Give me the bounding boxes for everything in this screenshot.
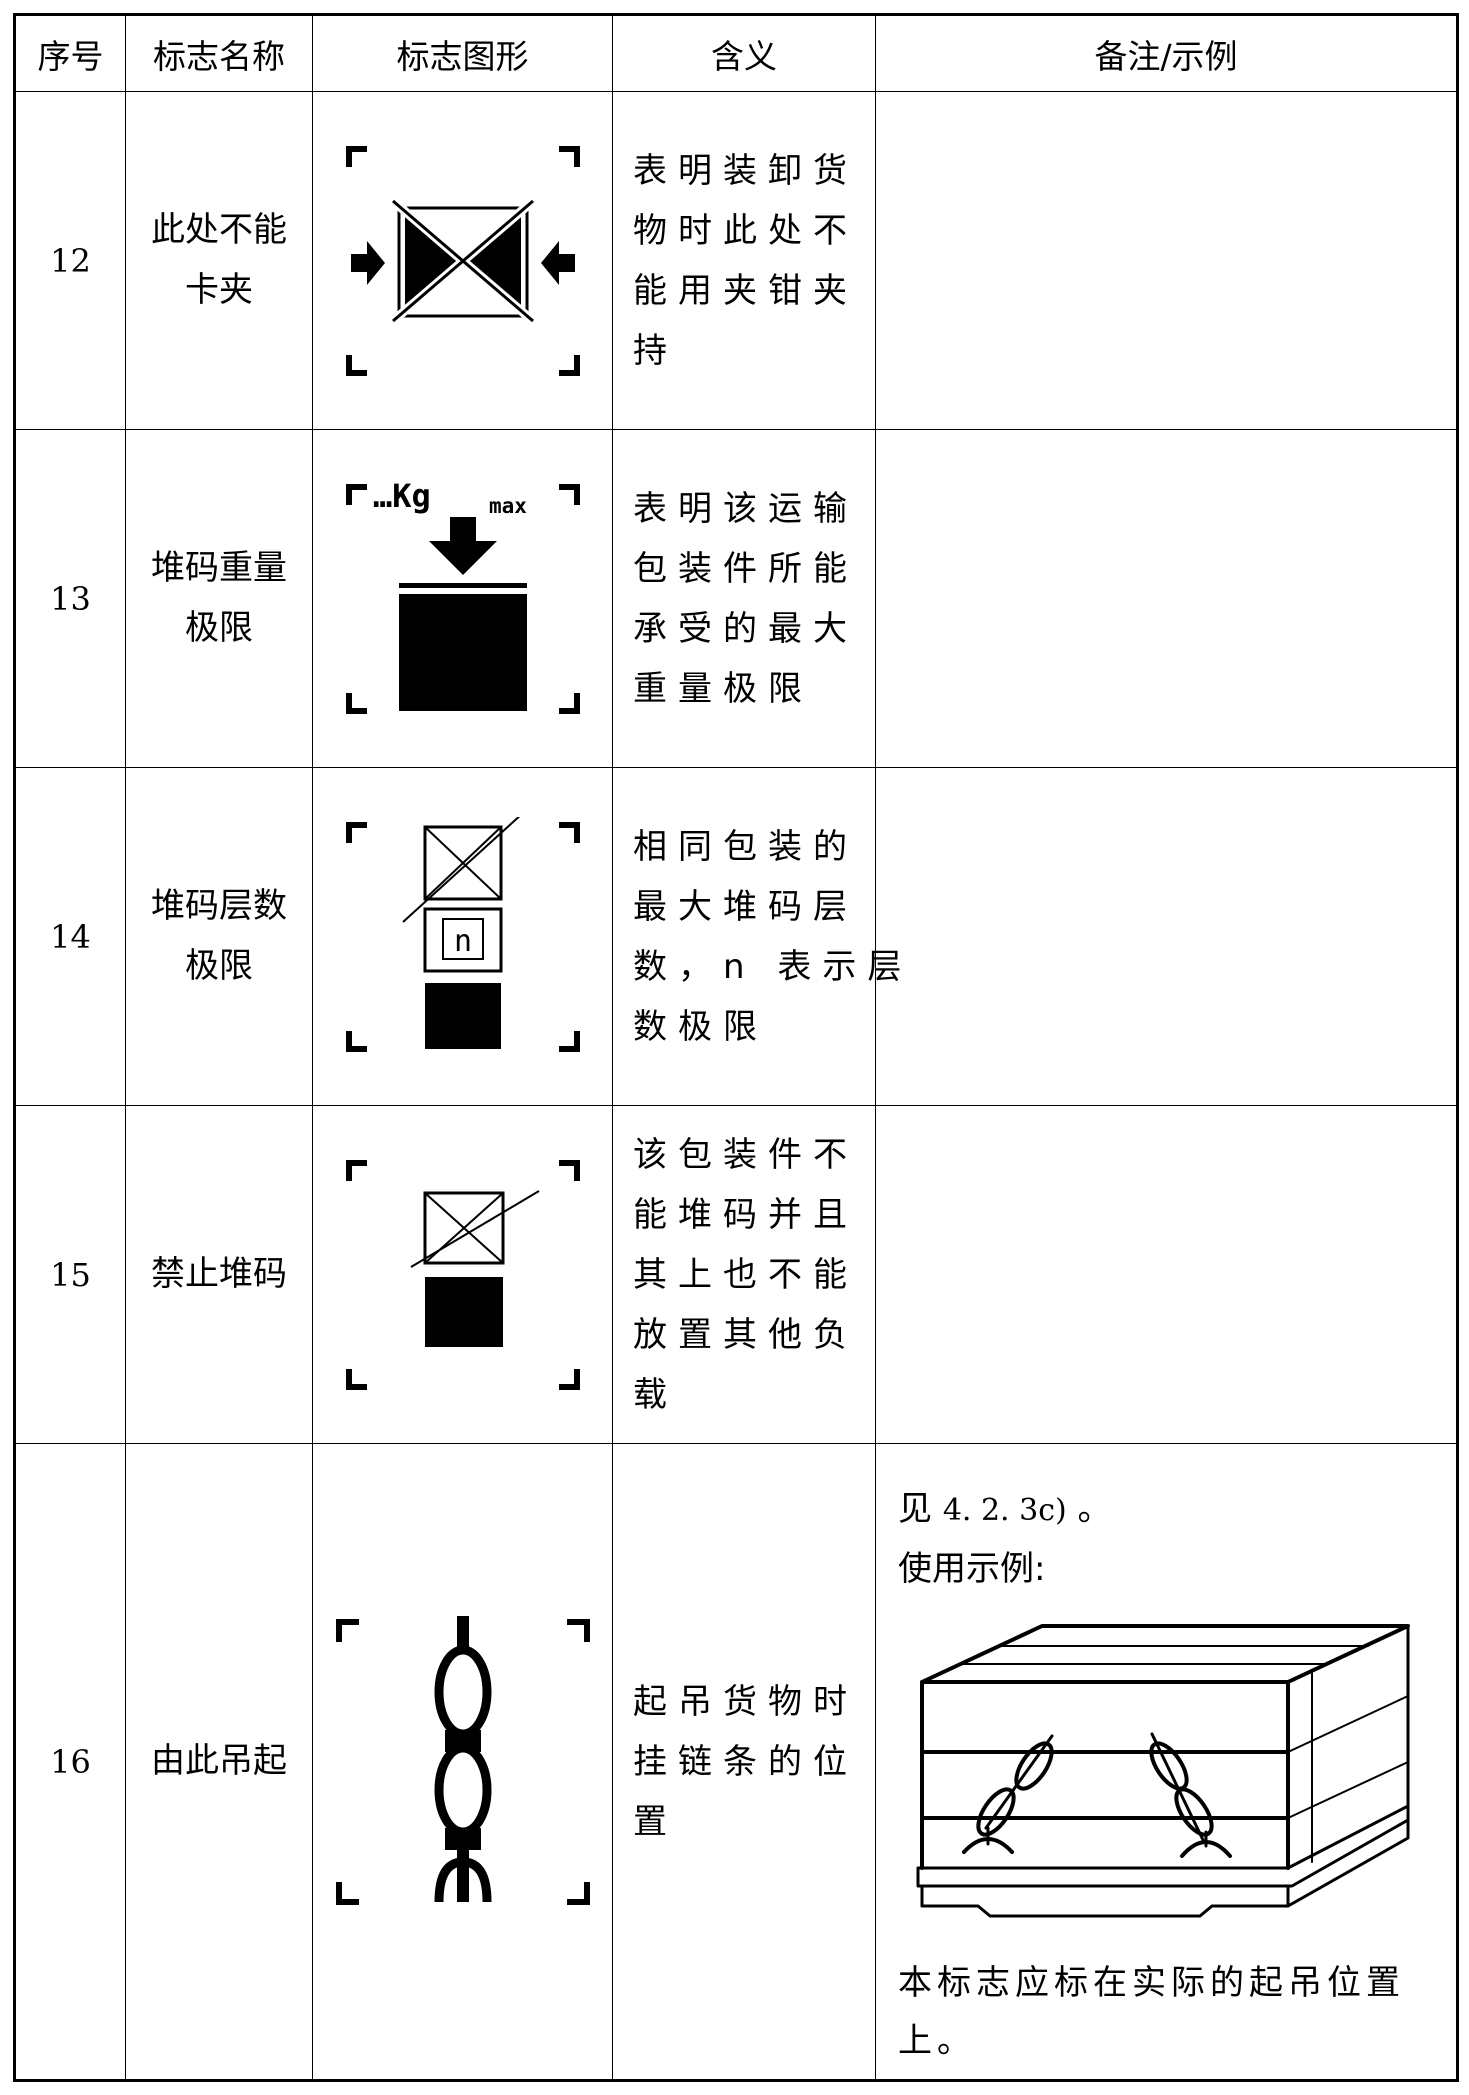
no-clamp-here-icon	[345, 145, 580, 376]
weight-label: …Kg	[373, 479, 431, 515]
mark-notes: 见 4. 2. 3c) 。 使用示例:	[875, 1443, 1458, 2081]
mark-meaning: 该包装件不 能堆码并且 其上也不能 放置其他负 载	[612, 1105, 876, 1444]
mark-notes	[875, 91, 1458, 430]
mark-symbol-cell	[312, 91, 613, 430]
mark-notes	[875, 1105, 1458, 1444]
table-row: 15 禁止堆码 该包装件不 能堆码并且 其上也不能 放置其他负 载	[14, 1105, 1458, 1444]
row-number: 16	[14, 1443, 126, 2081]
weight-label-subscript: max	[489, 494, 527, 518]
mark-meaning: 表明该运输 包装件所能 承受的最大 重量极限	[612, 429, 876, 768]
mark-name: 由此吊起	[125, 1443, 313, 2081]
table-row: 13 堆码重量 极限 …Kg max 表明该运输 包装件所能 承受的最大 重量极…	[14, 429, 1458, 768]
mark-symbol-cell: …Kg max	[312, 429, 613, 768]
mark-notes	[875, 429, 1458, 768]
mark-symbol-cell	[312, 1105, 613, 1444]
chain-icon	[335, 1615, 590, 1905]
row-number: 14	[14, 767, 126, 1106]
example-label: 使用示例:	[898, 1549, 1046, 1589]
header-notes-examples: 备注/示例	[875, 14, 1458, 92]
row-number: 13	[14, 429, 126, 768]
note-reference: 见 4. 2. 3c) 。	[898, 1489, 1112, 1529]
row-number: 12	[14, 91, 126, 430]
mark-meaning: 表明装卸货 物时此处不 能用夹钳夹 持	[612, 91, 876, 430]
mark-symbol-cell	[312, 1443, 613, 2081]
header-mark-symbol: 标志图形	[312, 14, 613, 92]
table-header-row: 序号 标志名称 标志图形 含义 备注/示例	[14, 14, 1458, 92]
mark-name: 堆码重量 极限	[125, 429, 313, 768]
crate-sling-example-image	[916, 1624, 1410, 1918]
row-number: 15	[14, 1105, 126, 1444]
mark-name: 此处不能 卡夹	[125, 91, 313, 430]
header-serial-number: 序号	[14, 14, 126, 92]
table-row: 16 由此吊起	[14, 1443, 1458, 2081]
mark-meaning: 相同包装的 最大堆码层 数，n 表示层 数极限	[612, 767, 901, 1106]
do-not-stack-icon	[345, 1159, 580, 1390]
note-text: 本标志应标在实际的起吊位置 上。	[898, 1963, 1405, 2061]
mark-meaning: 起吊货物时 挂链条的位 置	[612, 1443, 876, 2081]
table-row: 12 此处不能 卡夹 表明装卸	[14, 91, 1458, 430]
mark-symbol-cell: n	[312, 767, 613, 1106]
table-row: 14 堆码层数 极限 n 相同包装的 最大堆码层 数，n 表示	[14, 767, 1458, 1106]
header-mark-name: 标志名称	[125, 14, 313, 92]
mark-name: 堆码层数 极限	[125, 767, 313, 1106]
stacking-layer-limit-icon: n	[345, 816, 580, 1052]
layer-count-letter: n	[453, 924, 471, 959]
mark-notes	[875, 767, 1458, 1106]
header-meaning: 含义	[612, 14, 876, 92]
packaging-marks-table: 序号 标志名称 标志图形 含义 备注/示例 12 此处不能 卡夹	[13, 13, 1459, 2082]
stacking-weight-limit-icon: …Kg max	[345, 479, 580, 714]
mark-name: 禁止堆码	[125, 1105, 313, 1444]
